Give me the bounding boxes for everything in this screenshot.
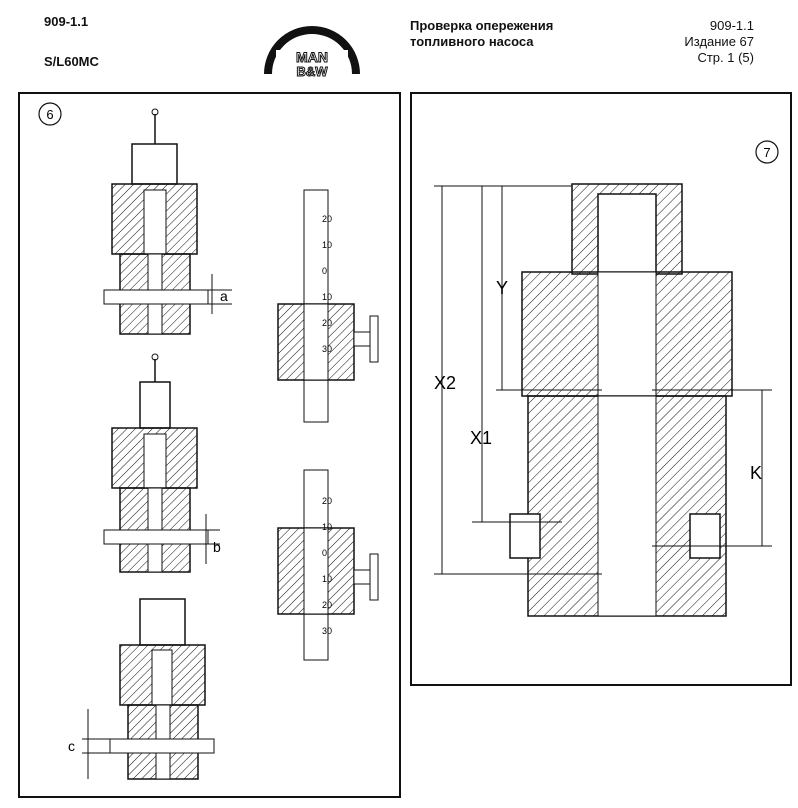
scale-bottom-tick-5: 20 (322, 600, 332, 610)
pump-drawing-1 (103, 108, 232, 335)
scale-bottom-tick-4: 10 (322, 574, 332, 584)
scale-top-tick-5: 20 (322, 318, 332, 328)
scale-top-tick-6: 30 (322, 344, 332, 354)
figure-6-number: 6 (46, 107, 53, 122)
figure-6-panel: 6 a b (18, 92, 401, 798)
pump-drawing-2 (103, 353, 220, 573)
scale-bottom-tick-6: 30 (322, 626, 332, 636)
edition: Издание 67 (684, 34, 754, 49)
scale-bottom-tick-2: 10 (322, 522, 332, 532)
scale-top-tick-2: 10 (322, 240, 332, 250)
label-c: c (68, 738, 75, 754)
scale-bottom-tick-3: 0 (322, 548, 327, 558)
label-x1: X1 (470, 428, 492, 448)
label-y: Y (496, 278, 508, 298)
engine-model: S/L60MC (44, 54, 99, 69)
scale-top-tick-3: 0 (322, 266, 327, 276)
logo-text-bw: B&W (296, 64, 328, 79)
doc-title-line2: топливного насоса (410, 34, 534, 49)
label-k: K (750, 463, 762, 483)
scale-bottom-tick-1: 20 (322, 496, 332, 506)
scale-top-tick-1: 20 (322, 214, 332, 224)
doc-title-line1: Проверка опережения (410, 18, 554, 33)
doc-code: 909-1.1 (44, 14, 89, 29)
pump-cross-section (509, 183, 733, 617)
figure-7-number-circle (755, 140, 779, 164)
label-a: a (220, 288, 228, 304)
ref-code: 909-1.1 (709, 18, 754, 33)
figure-7-panel: 7 X2 X1 Y K (410, 92, 792, 686)
pump-drawing-3 (82, 598, 215, 780)
scale-top-tick-4: 10 (322, 292, 332, 302)
figure-7-number: 7 (763, 145, 770, 160)
figure-6-number-circle (38, 102, 62, 126)
page-number: Стр. 1 (5) (697, 50, 754, 65)
dimension-lines (434, 185, 772, 575)
scale-gauge-top (277, 189, 379, 423)
man-bw-logo: MAN B&W (262, 18, 362, 80)
logo-text-man: MAN (296, 49, 328, 65)
label-x2: X2 (434, 373, 456, 393)
label-b: b (213, 539, 221, 555)
scale-gauge-bottom (277, 469, 379, 661)
